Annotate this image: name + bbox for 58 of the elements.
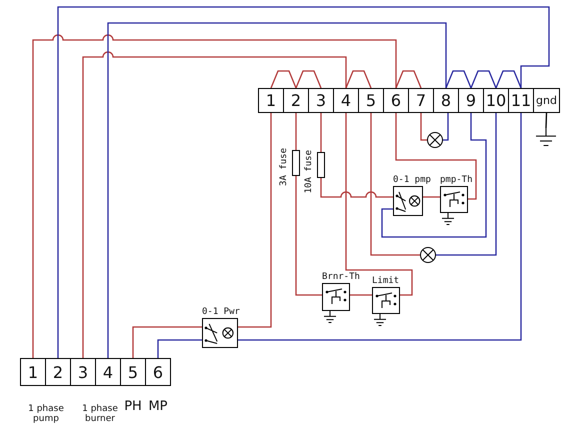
wire [238,113,522,341]
wire [107,22,447,358]
wire [238,113,272,328]
wire [470,70,497,88]
wire [423,196,440,198]
wire-label: MP [147,400,169,414]
terminal-cell: 3 [308,88,334,113]
terminal-cell: 11 [508,88,534,113]
wire [445,70,472,88]
terminal-cell: 10 [483,88,509,113]
wire [32,35,397,358]
terminal-cell: 2 [45,358,71,386]
wire [295,70,322,88]
wire [82,51,347,358]
wire [495,70,522,88]
wire [370,113,420,256]
wire [420,113,427,141]
wire [395,113,477,200]
terminal-cell: 5 [120,358,146,386]
fuse-label: 10A fuse [304,150,314,194]
terminal-cell: 4 [95,358,121,386]
wire [320,113,322,152]
wire-label: 1 phase pump [27,404,65,424]
component-label: Brnr-Th [322,272,360,282]
wire [381,113,487,238]
component-label: 0-1 Pwr [202,307,240,317]
wire [295,176,322,296]
component-label: Limit [372,276,400,286]
wire [132,326,202,358]
wire [395,70,422,88]
terminal-cell: 6 [145,358,171,386]
terminal-cell: 3 [70,358,96,386]
terminal-cell: 1 [20,358,46,386]
wire [350,294,372,296]
wire [443,113,449,141]
wire-label: PH [123,400,143,414]
terminal-cell: 5 [358,88,384,113]
terminal-cell: 9 [458,88,484,113]
terminal-cell: 4 [333,88,359,113]
component-label: pmp-Th [440,175,473,185]
wire [345,70,372,88]
wire [436,113,497,256]
terminal-cell: 1 [258,88,284,113]
terminal-cell: 7 [408,88,434,113]
terminal-cell: 8 [433,88,459,113]
wire [345,113,413,296]
wire [57,6,550,358]
wire [320,178,393,198]
terminal-cell: 2 [283,88,309,113]
wire [157,339,202,358]
terminal-cell: 6 [383,88,409,113]
wire [545,112,548,128]
wire [295,113,297,150]
terminal-cell: gnd [533,88,560,113]
wire-label: 1 phase burner [81,404,119,424]
component-label: 0-1 pmp [393,175,431,185]
fuse-label: 3A fuse [279,148,289,186]
wire [270,70,297,88]
